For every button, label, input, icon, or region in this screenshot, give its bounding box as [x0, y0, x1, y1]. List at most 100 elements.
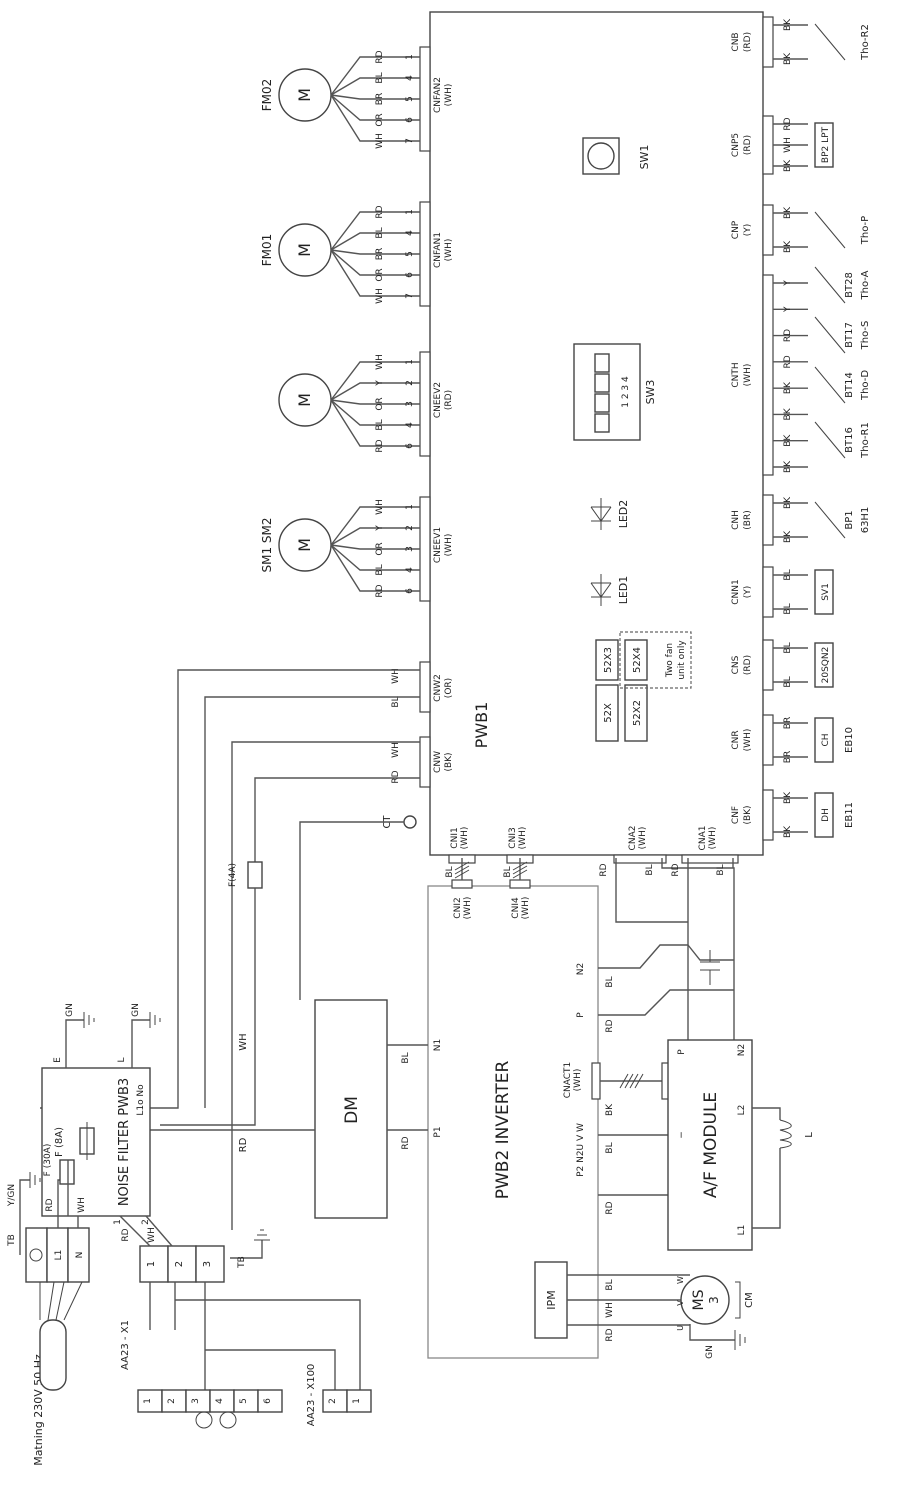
relay-52x4-label: 52X4 [632, 647, 643, 673]
pin-number: 4 [405, 75, 415, 81]
supply-wh: WH [77, 1197, 87, 1213]
sw1-label: SW1 [638, 145, 651, 170]
two-fan-label-1: Two fan [665, 643, 675, 678]
connector-cneev2 [419, 351, 431, 457]
motor-u: U [676, 1325, 685, 1331]
noise-filter-pwb3: NOISE FILTER PWB3 F (8A) L1o No E L 1 2 [41, 1057, 151, 1225]
motor-wire [330, 544, 420, 571]
af-inductor-l: L [804, 1132, 815, 1138]
device-label: 63H1 [860, 507, 871, 534]
wire-color: BL [783, 569, 793, 580]
wire-color: OR [375, 542, 385, 555]
aa23-x1-label: AA23 - X1 [120, 1320, 131, 1370]
pin-number: 6 [405, 272, 415, 278]
cnact1-label: CNACT1 [563, 1062, 573, 1099]
wire-color: WH [375, 288, 385, 304]
wire-color: BL [375, 564, 385, 575]
motor-symbol: M [295, 393, 314, 407]
thermistor-name: Tho-D [860, 370, 871, 401]
cnw-name: CNW [433, 751, 443, 773]
dm-left-wire-wh: WH [238, 1033, 249, 1050]
connector-cneev1 [419, 496, 431, 602]
cni2-label: CNI2 [453, 897, 463, 918]
motor-wire [330, 506, 420, 546]
device-symbol [814, 211, 846, 249]
motor-label: MS [691, 1289, 707, 1310]
pwb2-p1: P1 [433, 1126, 443, 1137]
wire-color: RD [375, 50, 385, 63]
x1-pin-label: 5 [239, 1398, 249, 1404]
tb-pin-label: 3 [202, 1261, 213, 1267]
supply-tb: TB [7, 1234, 17, 1247]
pin-number: 4 [405, 422, 415, 428]
x1-pin-label: 2 [167, 1398, 177, 1404]
connector-name: CNEEV1 [433, 527, 443, 563]
pin-number: 6 [405, 117, 415, 123]
cnw2-wire-wh: WH [391, 668, 401, 684]
connector-name: CNF [731, 806, 741, 824]
cnw-wire-rd: RD [391, 770, 401, 783]
wire-color: BK [783, 460, 793, 473]
tb-pin-1 [139, 1245, 169, 1283]
connector-name: CNP [731, 220, 741, 239]
device-sub: EB10 [844, 727, 855, 753]
connector-color: (Y) [743, 224, 753, 237]
x1-pin-label: 3 [191, 1398, 201, 1404]
pin-number: 3 [405, 546, 415, 552]
compressor-motor: MS 3 W V U CM [676, 1275, 755, 1331]
wire-color: BL [375, 227, 385, 238]
led2-label: LED2 [617, 500, 630, 529]
wire-color: BK [783, 52, 793, 65]
connector-cnw2: CNW2 (OR) WH BL [391, 661, 454, 713]
cnact1-wire-bk: BK [605, 1103, 615, 1116]
wire-color: BK [783, 825, 793, 838]
thermistor-code: BT14 [844, 372, 855, 398]
connector-cnf [762, 789, 774, 841]
wire-color: RD [783, 355, 793, 368]
motor-label: FM02 [260, 79, 274, 112]
motor-gn-label: GN [705, 1345, 715, 1359]
connector-color: (WH) [743, 729, 753, 752]
cni4-color: (WH) [521, 897, 531, 920]
device-label: Tho-P [860, 216, 871, 245]
wire-color: Y [783, 280, 793, 287]
wire-color: BK [783, 381, 793, 394]
wire-color: OR [375, 397, 385, 410]
cnw-color: (BK) [444, 752, 454, 771]
motor-wire [330, 232, 420, 251]
pwb2-p-wire-rd: RD [605, 1019, 615, 1032]
motor-wire [330, 249, 420, 276]
wire-color: Y [375, 525, 385, 532]
relay-52x2-label: 52X2 [632, 700, 643, 726]
connector-color: (WH) [743, 364, 753, 387]
connector-name: CNFAN1 [433, 232, 443, 268]
wire-color: Y [783, 306, 793, 313]
connector-color: (RD) [743, 655, 753, 675]
cnw2-color: (OR) [444, 678, 454, 698]
wire-color: RD [375, 205, 385, 218]
x100-pin-label: 2 [328, 1398, 338, 1404]
device-box [814, 122, 834, 168]
cnw2-wire-bl: BL [391, 696, 401, 707]
wire-color: BR [375, 93, 385, 105]
sw3-dip-switch: 1 2 3 4 SW3 [573, 343, 657, 441]
relay-52x3-label: 52X3 [603, 647, 614, 673]
connector-color: (Y) [743, 586, 753, 599]
led1: LED1 [590, 574, 630, 606]
ipm-module: IPM [534, 1261, 568, 1339]
connector-cnp5 [762, 115, 774, 175]
pin-number: 5 [405, 251, 415, 257]
motor-w: W [676, 1276, 685, 1284]
sw3-label: SW3 [644, 380, 657, 405]
connector-cnr [762, 714, 774, 766]
connector-color: (WH) [444, 239, 454, 262]
motor-wire [330, 399, 420, 405]
thermistor-code: BT17 [844, 322, 855, 348]
motor-wire [330, 94, 420, 142]
pin-number: 7 [405, 293, 415, 299]
motor-label: SM1 SM2 [260, 517, 274, 572]
device-label: SV1 [821, 583, 831, 601]
